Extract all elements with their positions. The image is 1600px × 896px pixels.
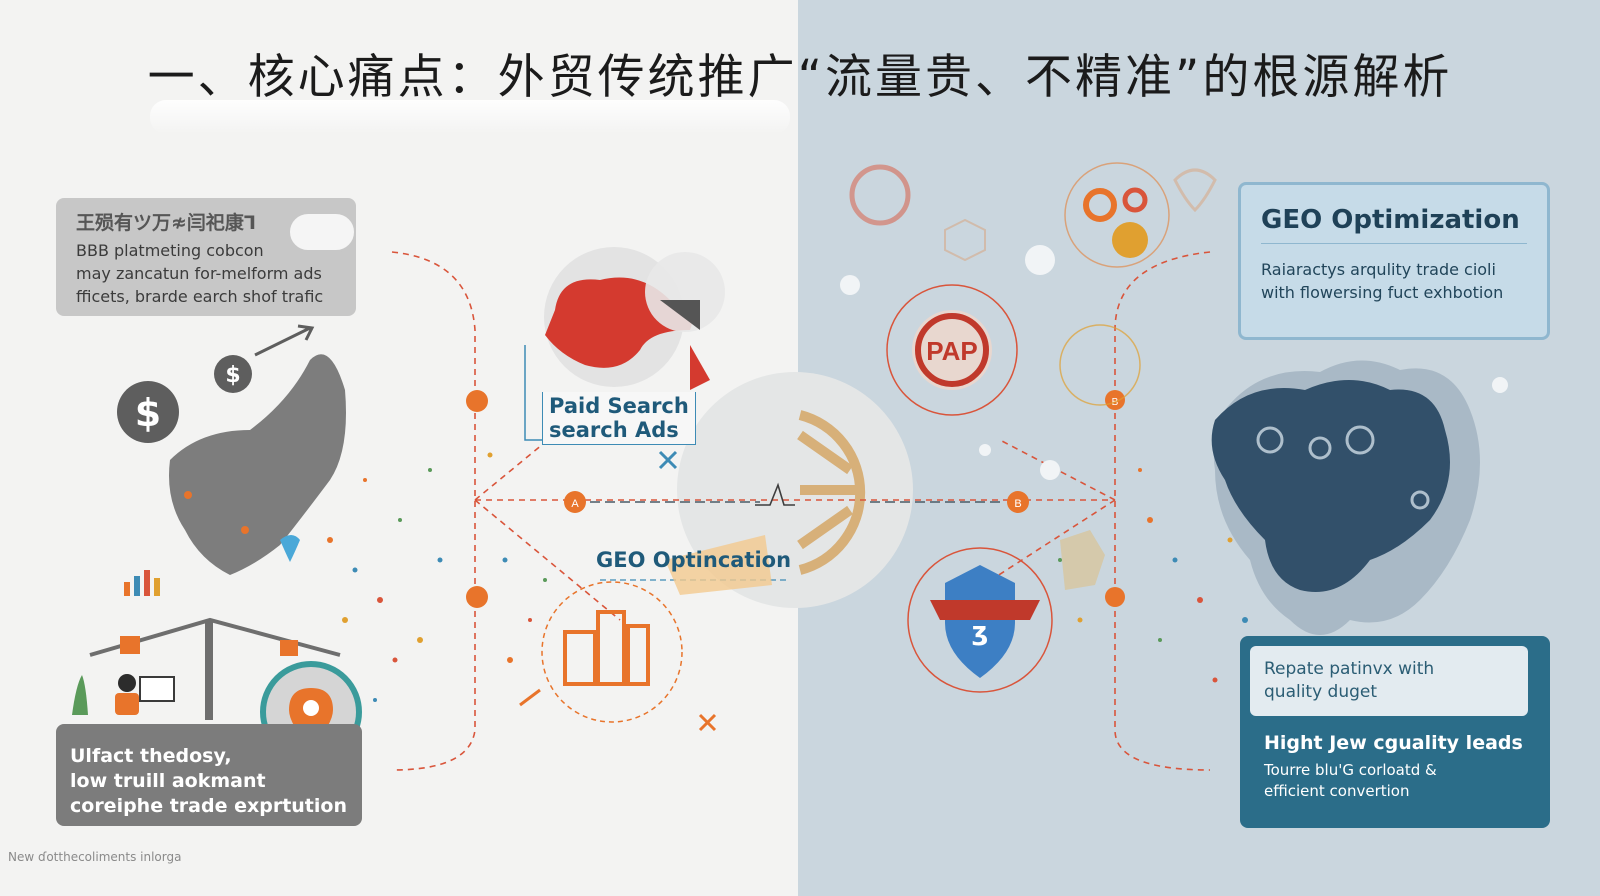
node-b: B [1007, 491, 1029, 513]
cloud-icon [288, 212, 356, 252]
scatter-dots-right [840, 245, 1508, 683]
left-top-card-line: may zancatun for-melform ads [76, 264, 322, 283]
geo-card-line: Raiaractys arqulity trade cioli [1261, 260, 1496, 279]
dollar-text-2: $ [225, 363, 240, 388]
right-bottom-top-line: quality duget [1264, 682, 1378, 702]
paid-search-label: Paid Search search Ads [542, 392, 696, 445]
right-bottom-card: Repate patinvx with quality duget Hight … [1240, 636, 1550, 828]
paid-search-line-2: search Ads [549, 418, 679, 442]
left-top-card-line: BBB platmeting cobcon [76, 241, 264, 260]
wheel-icon [797, 410, 866, 575]
dollar-icon: $ [117, 381, 179, 443]
page-title: 一、核心痛点：外贸传统推广“流量贵、不精准”的根源解析 [147, 50, 1453, 105]
pulse-icon [755, 482, 795, 506]
building-icon [519, 581, 717, 732]
ticket-icon [665, 535, 772, 595]
right-bottom-top-line: Repate patinvx with [1264, 659, 1435, 679]
paid-search-line-1: Paid Search [549, 394, 689, 418]
left-axis-nodes [466, 390, 488, 608]
node-a: A [564, 491, 586, 513]
handshake-icon [849, 164, 1217, 262]
geo-card-divider [1261, 243, 1527, 244]
node-a-text: A [571, 498, 579, 510]
location-pin-small-icon [280, 535, 300, 562]
shield-icon: ʒ [907, 547, 1053, 693]
megaphone-icon [544, 247, 725, 390]
dollar-text-1: $ [135, 391, 161, 435]
arrow-up-icon [254, 324, 315, 357]
left-top-card-heading: 王殒有ツ万≉闫祀康Ꞁ [76, 212, 257, 234]
factory-icon [89, 617, 341, 720]
worker-icon [72, 674, 175, 715]
geo-card-line: with flowersing fuct exhbotion [1261, 283, 1504, 302]
badge-icon: PAP [886, 284, 1018, 416]
left-bottom-card: Ulfact thedosy, low truill aokmant corei… [56, 724, 362, 826]
footnote: New ɗotthecoliments inlorga [8, 850, 182, 864]
left-bottom-card-line: Ulfact thedosy, [70, 745, 232, 767]
right-bottom-card-line: efficient convertion [1264, 782, 1410, 800]
left-bottom-card-line: coreiphe trade exprtution [70, 795, 347, 817]
map-marker [184, 491, 192, 499]
geo-optimization-card: GEO Optimization Raiaractys arqulity tra… [1238, 182, 1550, 340]
right-bottom-card-line: Tourre blu'G corloatd & [1264, 761, 1437, 779]
world-map-icon [1211, 380, 1450, 592]
scatter-dots-left [327, 452, 547, 702]
map-detail [1256, 425, 1430, 510]
node-b-text: B [1014, 498, 1021, 510]
svg-text:ʒ: ʒ [972, 617, 989, 647]
right-bottom-card-heading: Hight Jew cguality leads [1264, 732, 1523, 754]
left-bottom-card-line: low truill aokmant [70, 770, 266, 792]
map-marker [241, 526, 249, 534]
gear-ring [1059, 324, 1141, 406]
cube-icon [1060, 530, 1105, 590]
right-bottom-card-top: Repate patinvx with quality duget [1250, 646, 1528, 716]
badge-text: PAP [926, 336, 978, 366]
right-axis-nodes: B [1105, 390, 1125, 607]
dollar-icon: $ [214, 355, 252, 393]
bar-chart-icon [124, 570, 160, 596]
close-x-icon [658, 450, 678, 470]
geo-card-heading: GEO Optimization [1261, 205, 1520, 235]
left-top-card-line: fficets, brarde earch shof trafic [76, 287, 324, 306]
geo-mid-label: GEO Optincation [596, 548, 792, 572]
gear-icon [1064, 162, 1170, 268]
map-icon [169, 354, 346, 575]
title-underline [150, 100, 790, 134]
